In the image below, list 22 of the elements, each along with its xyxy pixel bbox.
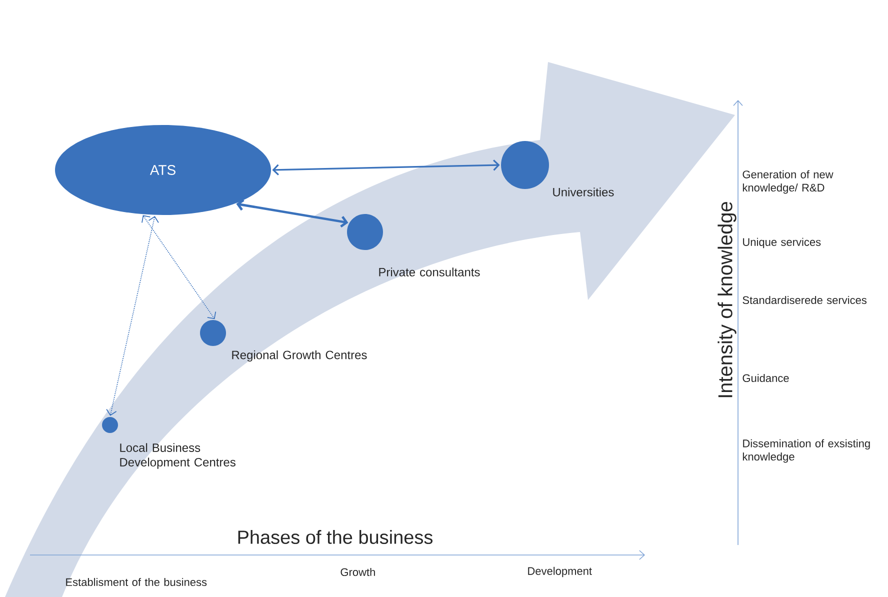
node-label: Local Business Development Centres <box>120 443 236 469</box>
node-label: Private consultants <box>379 268 480 276</box>
circle-marker <box>347 214 383 250</box>
scale-label: Standardiserede services <box>742 296 867 304</box>
axis-title: Phases of the business <box>238 530 432 544</box>
phase-label: Establisment of the business <box>66 578 207 586</box>
circle-marker <box>200 320 226 346</box>
phase-label: Development <box>528 566 592 578</box>
node-label: Universities <box>553 188 614 196</box>
scale-label: Generation of new knowledge/ R&D <box>742 170 834 194</box>
arrow <box>236 199 348 228</box>
scale-label: Guidance <box>742 374 789 382</box>
dotted-arrow <box>106 216 159 416</box>
node-label: Regional Growth Centres <box>232 350 367 362</box>
circle-marker <box>102 417 118 433</box>
axis-title: Intensity of knowledge <box>718 202 736 398</box>
scale-label: Dissemination of exsisting knowledge <box>742 439 870 463</box>
scale-label: Unique services <box>743 238 821 248</box>
phase-label: Growth <box>340 568 375 576</box>
circle-marker <box>501 141 549 189</box>
dotted-arrow <box>142 215 216 320</box>
arrow <box>272 160 500 176</box>
